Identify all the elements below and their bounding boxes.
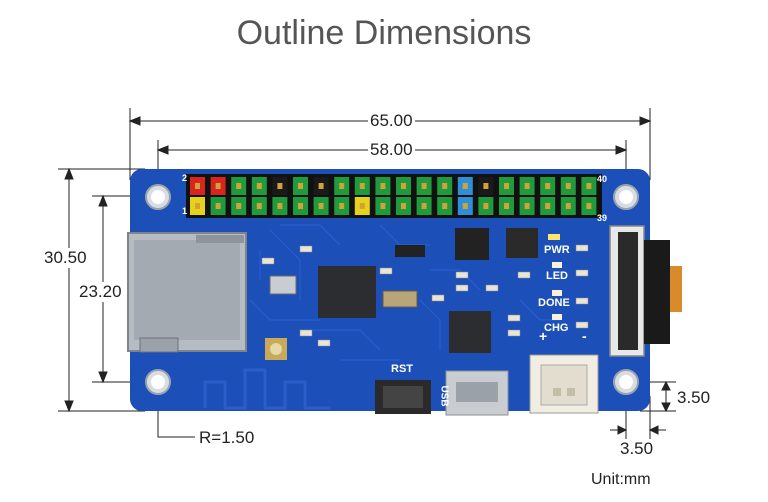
pin-40-label: 40	[597, 174, 608, 184]
dim-corner-radius: R=1.50	[197, 428, 257, 448]
chg-label: CHG	[544, 322, 569, 334]
gpio-header	[186, 174, 602, 218]
done-label: DONE	[538, 297, 570, 309]
dim-hole-offset-x: 3.50	[618, 439, 656, 459]
pin-1-label: 1	[182, 206, 188, 216]
battery-connector	[529, 354, 599, 414]
sd-card-slot	[127, 232, 247, 353]
pin-2-label: 2	[182, 173, 188, 183]
inductor	[382, 290, 418, 308]
page-title: Outline Dimensions	[236, 14, 532, 52]
minus-label: -	[582, 328, 587, 344]
chip-small	[506, 228, 538, 258]
dim-hole-width: 58.00	[368, 140, 415, 160]
reset-button-shape	[375, 380, 431, 414]
usb-label: USB	[438, 385, 450, 407]
mcu-chip	[449, 311, 491, 353]
dim-hole-height: 23.20	[77, 282, 124, 302]
unit-label: Unit:mm	[589, 470, 653, 490]
esp-chip	[318, 266, 376, 318]
fpc-connector	[609, 225, 682, 357]
dim-overall-height: 30.50	[42, 248, 89, 268]
pwr-label: PWR	[544, 244, 570, 256]
dim-hole-offset-y: 3.50	[675, 388, 713, 408]
crystal	[269, 275, 297, 295]
diode	[395, 245, 425, 257]
mounting-holes	[145, 184, 639, 395]
rst-label: RST	[391, 363, 413, 375]
pin-39-label: 39	[597, 213, 608, 223]
led-label: LED	[546, 270, 568, 282]
plus-label: +	[539, 328, 548, 344]
dim-overall-width: 65.00	[368, 111, 415, 131]
micro-usb	[445, 370, 509, 416]
regulator-chip	[455, 228, 489, 260]
